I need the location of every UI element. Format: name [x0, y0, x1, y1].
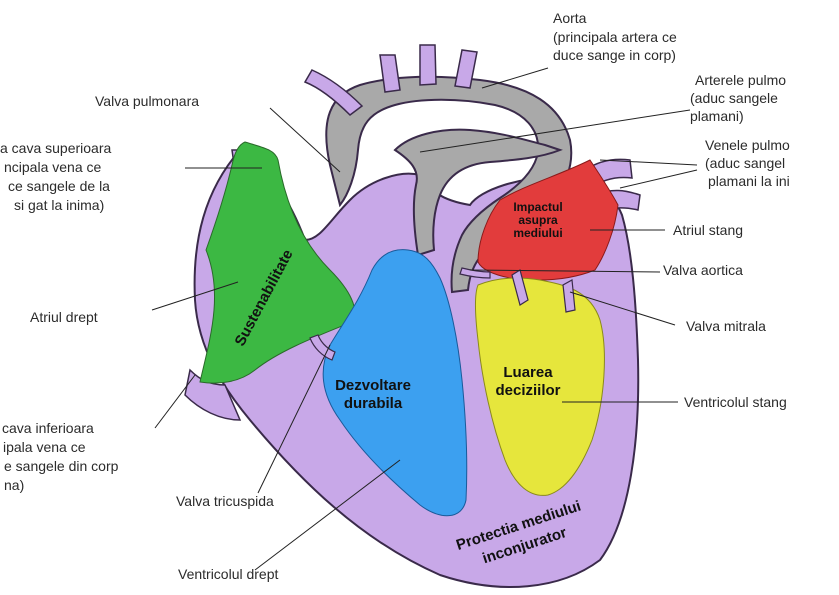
label-vena-cava-sup-3: ce sangele de la	[8, 178, 110, 194]
label-valva-tricuspida: Valva tricuspida	[176, 493, 274, 509]
region-label-luarea: Luarea deciziilor	[478, 364, 578, 400]
label-atriul-drept: Atriul drept	[30, 309, 98, 325]
label-venele-desc-1: (aduc sangel	[705, 155, 785, 171]
label-vena-cava-sup-2: ncipala vena ce	[4, 159, 101, 175]
impact-line-3: mediului	[498, 227, 578, 240]
label-ventricolul-stang: Ventricolul stang	[684, 394, 787, 410]
label-vena-cava-inf-3: e sangele din corp	[4, 458, 118, 474]
label-vena-cava-inf-1: cava inferioara	[2, 420, 94, 436]
region-label-dezvoltare: Dezvoltare durabila	[318, 377, 428, 413]
label-arterele-desc-1: (aduc sangele	[690, 90, 778, 106]
label-vena-cava-sup-1: a cava superioara	[0, 140, 111, 156]
label-aorta-desc-2: duce sange in corp)	[553, 47, 676, 63]
label-arterele-desc-2: plamani)	[690, 108, 744, 124]
dezvoltare-line-1: Dezvoltare	[318, 377, 428, 395]
label-valva-mitrala: Valva mitrala	[686, 318, 766, 334]
label-venele-pulmonare: Venele pulmo	[705, 137, 790, 153]
label-atriul-stang: Atriul stang	[673, 222, 743, 238]
luarea-line-1: Luarea	[478, 364, 578, 382]
label-aorta: Aorta	[553, 10, 586, 26]
luarea-line-2: deciziilor	[478, 382, 578, 400]
label-vena-cava-inf-2: ipala vena ce	[3, 439, 86, 455]
label-venele-desc-2: plamani la ini	[708, 173, 790, 189]
label-ventricolul-drept: Ventricolul drept	[178, 566, 278, 582]
label-vena-cava-sup-4: si gat la inima)	[14, 197, 104, 213]
label-aorta-desc-1: (principala artera ce	[553, 29, 677, 45]
label-vena-cava-inf-4: na)	[4, 477, 24, 493]
label-valva-pulmonara: Valva pulmonara	[95, 93, 199, 109]
label-valva-aortica: Valva aortica	[663, 262, 743, 278]
region-label-impact: Impactul asupra mediului	[498, 201, 578, 240]
aorta-branch-2	[420, 45, 436, 85]
dezvoltare-line-2: durabila	[318, 395, 428, 413]
label-arterele-pulmonare: Arterele pulmo	[695, 72, 786, 88]
